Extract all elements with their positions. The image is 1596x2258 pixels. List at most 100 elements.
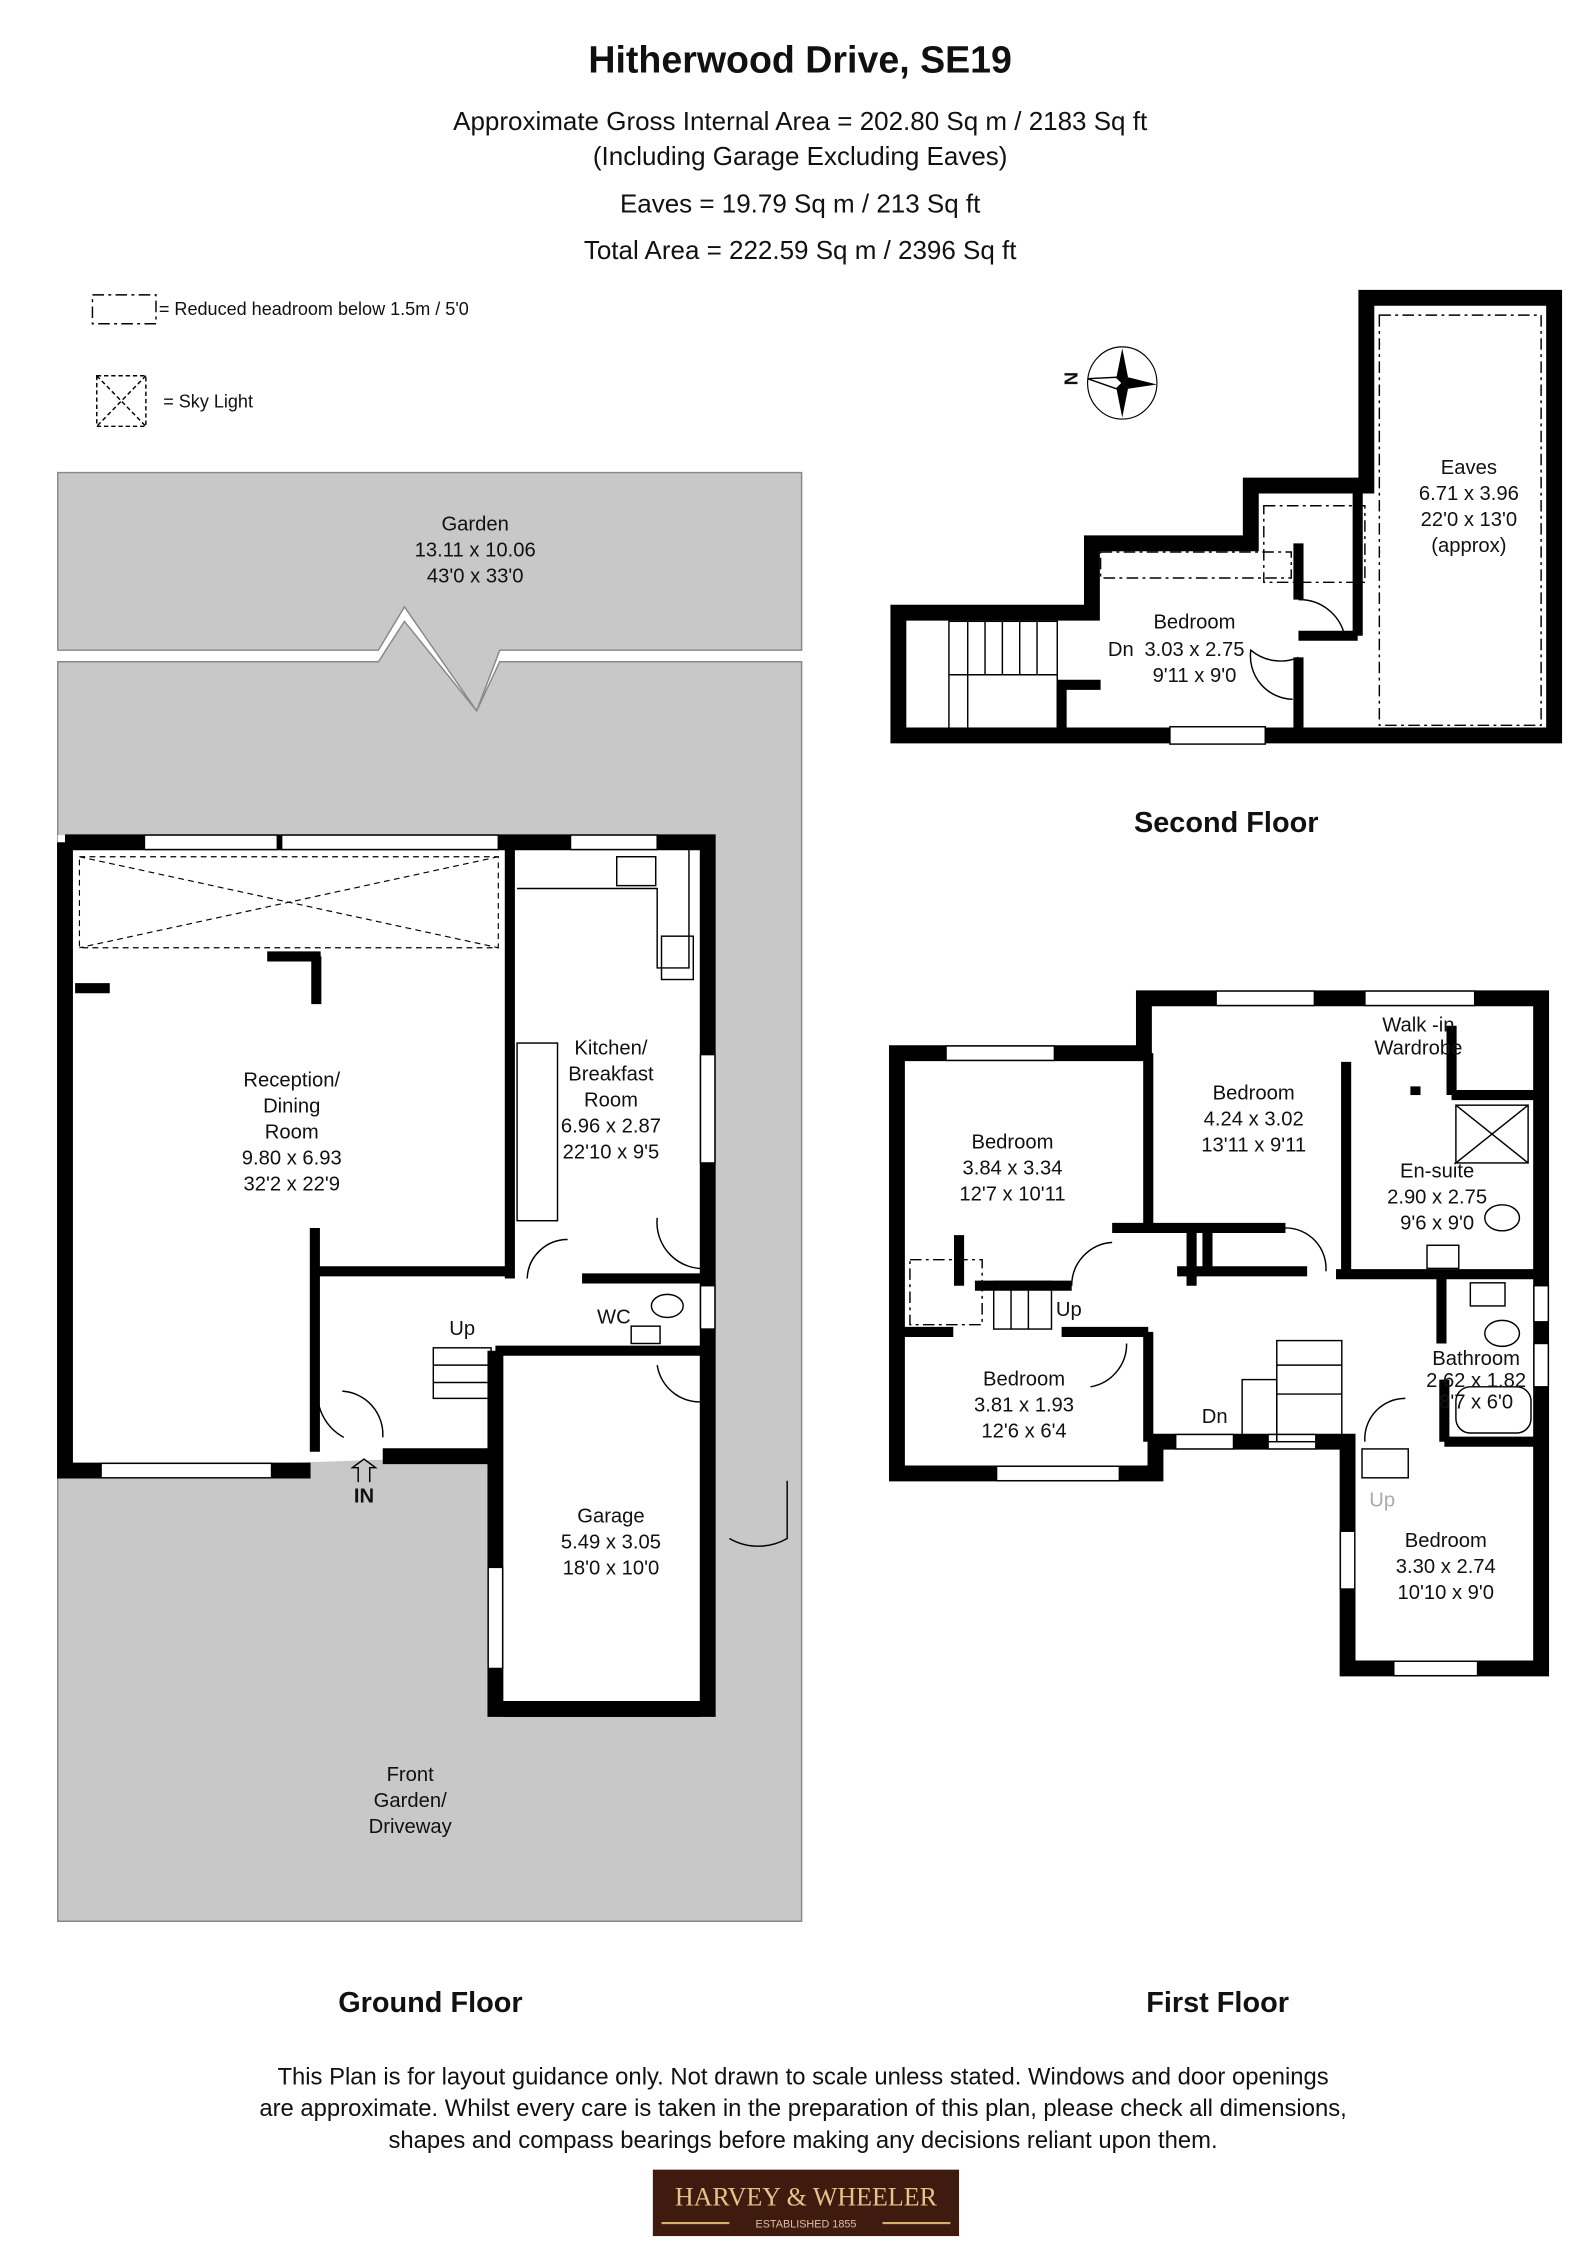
reduced-headroom-icon	[91, 294, 157, 325]
bedroom-d-dimensions-imperial: 10'10 x 9'0	[1398, 1582, 1495, 1604]
stairs-up-label: Up	[1056, 1299, 1082, 1321]
basin-icon	[630, 1325, 661, 1345]
bedroom-a-dimensions-imperial: 12'7 x 10'11	[959, 1183, 1065, 1205]
stairs-up-lower-label: Up	[1369, 1490, 1395, 1512]
counter	[516, 1042, 559, 1222]
toilet-icon	[1484, 1204, 1521, 1232]
door	[1285, 1227, 1327, 1272]
kitchen-label-line2: Breakfast	[568, 1064, 654, 1086]
logo-tagline: ESTABLISHED 1855	[755, 2218, 856, 2230]
window	[699, 1053, 716, 1164]
reception-dimensions-imperial: 32'2 x 22'9	[243, 1173, 340, 1195]
sky-light-icon	[96, 375, 147, 428]
sliding-door	[143, 834, 279, 851]
window	[100, 1462, 273, 1479]
side-door	[729, 1480, 788, 1547]
ground-floor-label: Ground Floor	[338, 1987, 522, 2019]
legend-sky-light-label: = Sky Light	[163, 392, 253, 412]
door	[656, 1217, 708, 1270]
staircase	[432, 1347, 492, 1400]
front-garden-label: Front	[387, 1764, 435, 1786]
bedroom-d-label: Bedroom	[1405, 1530, 1487, 1552]
wc-label: WC	[597, 1306, 631, 1328]
kitchen-dimensions-imperial: 22'10 x 9'5	[563, 1142, 660, 1164]
front-door[interactable]	[342, 1390, 384, 1438]
sink-icon	[616, 856, 657, 887]
bathroom-label: Bathroom	[1432, 1348, 1520, 1370]
gross-area: Approximate Gross Internal Area = 202.80…	[453, 106, 1148, 136]
compass-rose-icon: N	[1060, 346, 1158, 420]
garden-dimensions-imperial: 43'0 x 33'0	[427, 565, 524, 587]
stairs-down-label: Dn	[1108, 639, 1134, 661]
window	[1215, 990, 1316, 1007]
reception-label: Reception/	[243, 1069, 340, 1091]
door	[1364, 1397, 1406, 1442]
garage-dimensions-metric: 5.49 x 3.05	[561, 1532, 661, 1554]
bedroom-a-dimensions-metric: 3.84 x 3.34	[962, 1157, 1062, 1179]
second-floor-label: Second Floor	[1134, 807, 1319, 839]
window	[487, 1566, 504, 1670]
garage-label: Garage	[577, 1506, 644, 1528]
ensuite-label: En-suite	[1400, 1160, 1474, 1182]
eaves-label: Eaves	[1441, 457, 1497, 479]
bedroom-c-label: Bedroom	[983, 1368, 1065, 1390]
legend-sky-light: = Sky Light	[96, 375, 253, 428]
window	[699, 1284, 716, 1330]
wardrobe-label-line2: Wardrobe	[1374, 1038, 1462, 1060]
front-garden-label-line2: Garden/	[374, 1790, 447, 1812]
second-floor-plan: Bedroom 3.03 x 2.75 9'11 x 9'0 Dn Eaves …	[890, 289, 1563, 839]
door	[1070, 1241, 1113, 1286]
window	[280, 834, 500, 851]
eaves-reduced-headroom	[1263, 505, 1366, 584]
window	[569, 834, 658, 851]
window	[945, 1045, 1056, 1062]
window	[995, 1465, 1121, 1482]
gross-area-note: (Including Garage Excluding Eaves)	[593, 141, 1008, 171]
bedroom-c-dimensions-imperial: 12'6 x 6'4	[981, 1420, 1066, 1442]
second-bedroom-dimensions-imperial: 9'11 x 9'0	[1153, 665, 1237, 687]
door	[656, 1365, 708, 1403]
staircase	[992, 1280, 1409, 1479]
door	[316, 1386, 345, 1439]
second-bedroom-label: Bedroom	[1153, 612, 1235, 634]
bedroom-reduced-headroom	[1099, 551, 1292, 579]
window	[1533, 1284, 1550, 1323]
door	[1298, 598, 1346, 636]
bathroom-dimensions-imperial: 8'7 x 6'0	[1439, 1391, 1513, 1413]
bedroom-b-dimensions-metric: 4.24 x 3.02	[1204, 1108, 1304, 1130]
disclaimer-line-2: are approximate. Whilst every care is ta…	[259, 2095, 1346, 2122]
page-title: Hitherwood Drive, SE19	[588, 38, 1012, 80]
reception-label-line2: Dining	[263, 1095, 320, 1117]
front-garden-label-line3: Driveway	[369, 1816, 453, 1838]
shower-tray-icon	[1455, 1104, 1529, 1164]
stairs-up-label: Up	[449, 1318, 475, 1340]
kitchen-label: Kitchen/	[574, 1038, 647, 1060]
reception-dimensions-metric: 9.80 x 6.93	[242, 1147, 342, 1169]
window	[1393, 1660, 1479, 1677]
stairs-down-label: Dn	[1202, 1406, 1228, 1428]
legend-reduced-headroom-label: = Reduced headroom below 1.5m / 5'0	[159, 299, 469, 319]
garden-dimensions-metric: 13.11 x 10.06	[415, 539, 536, 561]
eaves-approx-note: (approx)	[1431, 535, 1506, 557]
window	[1339, 1530, 1356, 1590]
bathroom-dimensions-metric: 2.62 x 1.82	[1426, 1370, 1526, 1392]
compass-north-label: N	[1060, 372, 1081, 386]
bedroom-b-label: Bedroom	[1213, 1082, 1295, 1104]
bedroom-c-dimensions-metric: 3.81 x 1.93	[974, 1394, 1074, 1416]
garage-dimensions-imperial: 18'0 x 10'0	[563, 1558, 660, 1580]
entrance-label: IN	[354, 1485, 374, 1507]
window	[1364, 990, 1476, 1007]
bedroom-d-dimensions-metric: 3.30 x 2.74	[1396, 1556, 1496, 1578]
sky-light	[78, 856, 499, 949]
garden-label: Garden	[441, 513, 508, 535]
reduced-headroom	[909, 1258, 983, 1326]
logo-name: HARVEY & WHEELER	[675, 2183, 938, 2212]
disclaimer-line-3: shapes and compass bearings before makin…	[388, 2127, 1217, 2154]
toilet-icon	[1484, 1319, 1521, 1348]
harvey-wheeler-logo: HARVEY & WHEELER ESTABLISHED 1855	[652, 2169, 960, 2237]
first-floor-label: First Floor	[1146, 1987, 1289, 2019]
kitchen-label-line3: Room	[584, 1090, 638, 1112]
door	[1090, 1343, 1128, 1388]
disclaimer-line-1: This Plan is for layout guidance only. N…	[277, 2063, 1328, 2090]
eaves-dimensions-metric: 6.71 x 3.96	[1419, 483, 1519, 505]
